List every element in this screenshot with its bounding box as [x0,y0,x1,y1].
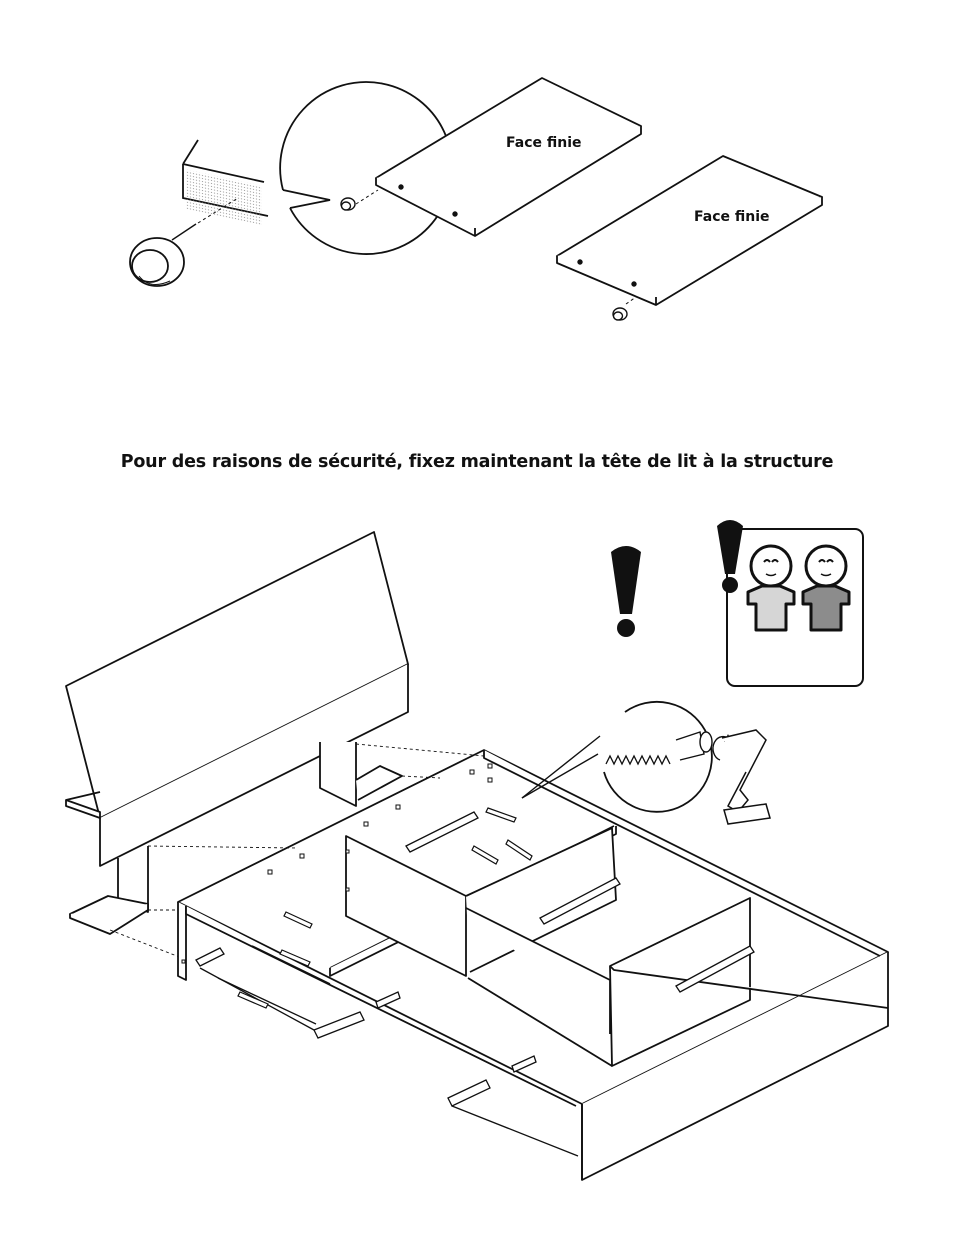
exclamation-mark-icon [611,546,641,637]
panel-1 [356,78,641,236]
screw-detail-icon [604,702,770,824]
panel-1-label: Face finie [506,135,582,151]
panel-2-label: Face finie [694,209,770,225]
panel-2-glide [613,308,627,320]
safety-instruction-heading: Pour des raisons de sécurité, fixez main… [0,452,954,472]
children-warning-icon [717,520,863,686]
panel-2 [557,156,822,305]
panel-1-glide [341,198,355,210]
bed-frame [178,750,888,1180]
